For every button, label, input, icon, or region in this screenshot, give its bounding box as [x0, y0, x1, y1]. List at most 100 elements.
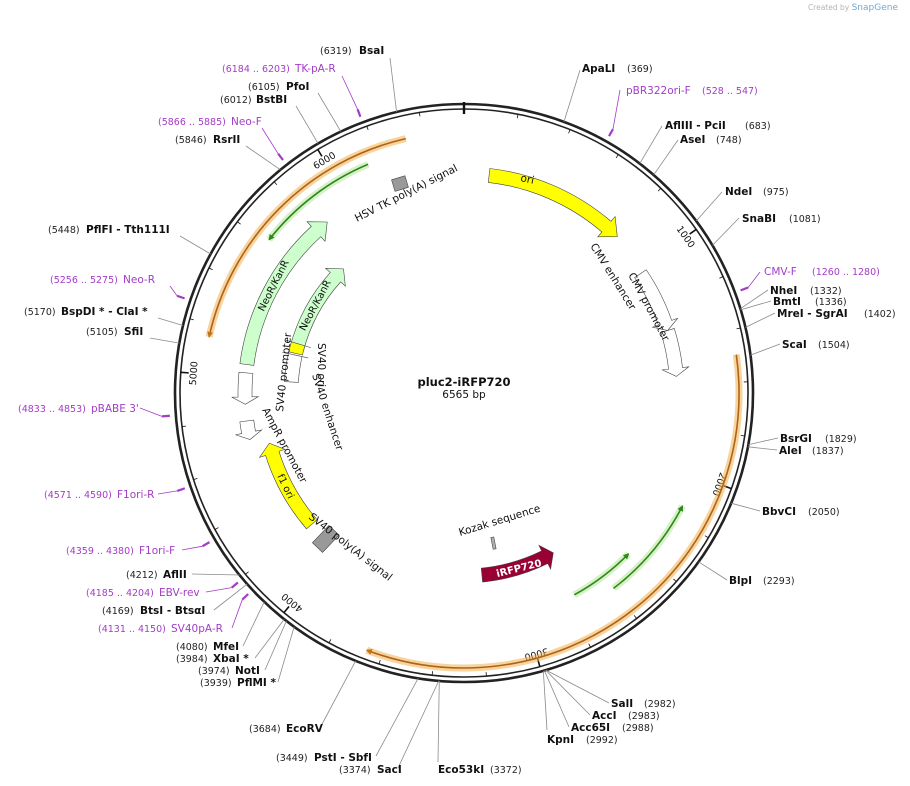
plasmid-name: pluc2-iRFP720: [417, 375, 510, 389]
primer-leader-ebvrev: [205, 587, 232, 593]
leader-psti: [375, 678, 419, 757]
leader-blpi: [698, 561, 728, 581]
primer-mark-cmvf: [740, 286, 749, 292]
primer-label-neor[interactable]: Neo-R: [123, 274, 155, 286]
minor-tick: [328, 639, 332, 644]
site-pos-xbai: (3984): [176, 654, 208, 665]
primer-label-tkpar[interactable]: TK-pA-R: [294, 63, 336, 75]
site-pos-kpni: (2992): [586, 735, 618, 746]
leader-snabi: [712, 217, 740, 246]
minor-tick: [516, 114, 519, 119]
feature-label-ori[interactable]: ori: [519, 172, 535, 187]
site-label-afliii[interactable]: AflIII - PciI: [665, 120, 726, 132]
primer-label-f1orif[interactable]: F1ori-F: [139, 545, 175, 557]
site-label-alei[interactable]: AleI: [779, 445, 802, 457]
minor-tick: [615, 154, 619, 159]
leader-mfei: [242, 601, 265, 647]
site-label-acci[interactable]: AccI: [592, 710, 616, 722]
site-label-blpi[interactable]: BlpI: [729, 575, 752, 587]
primer-leader-pbr322f: [612, 89, 621, 130]
primer-range-neof: (5866 .. 5885): [158, 117, 226, 128]
feature-label-sv40-ori[interactable]: SV40 ori: [315, 343, 327, 387]
leader-bmti: [740, 300, 772, 311]
site-pos-sali: (2982): [644, 699, 676, 710]
site-label-ndei[interactable]: NdeI: [725, 186, 752, 198]
site-label-mfei[interactable]: MfeI: [213, 641, 239, 653]
site-label-apali[interactable]: ApaLI: [582, 63, 615, 75]
primer-range-ebvrev: (4185 .. 4204): [86, 588, 154, 599]
primer-range-cmvf: (1260 .. 1280): [812, 267, 880, 278]
site-label-psti[interactable]: PstI - SbfI: [314, 752, 372, 764]
site-label-nhei[interactable]: NheI: [770, 285, 797, 297]
major-tick: [317, 149, 323, 157]
site-label-btsi[interactable]: BtsI - BtsαI: [140, 605, 205, 617]
site-label-pflfi[interactable]: PflFI - Tth111I: [86, 224, 170, 236]
site-pos-snabi: (1081): [789, 214, 821, 225]
major-tick: [283, 605, 290, 614]
feature-arrow-neo-kan-outer: [239, 221, 328, 366]
site-label-aflii[interactable]: AflII: [163, 569, 187, 581]
site-pos-asei: (748): [716, 135, 742, 146]
site-label-mrei[interactable]: MreI - SgrAI: [777, 308, 848, 320]
leader-kpni: [542, 670, 548, 731]
site-pos-alei: (1837): [812, 446, 844, 457]
leader-acc65i: [544, 670, 570, 728]
site-label-xbai[interactable]: XbaI *: [213, 653, 249, 665]
site-label-kpni[interactable]: KpnI: [547, 734, 574, 746]
primer-label-sv40par[interactable]: SV40pA-R: [171, 623, 223, 635]
site-label-pfoi[interactable]: PfoI: [286, 81, 309, 93]
site-label-bsrgi[interactable]: BsrGI: [780, 433, 812, 445]
site-label-asei[interactable]: AseI: [680, 134, 705, 146]
site-label-pflmi[interactable]: PflMI *: [237, 677, 276, 689]
primer-leader-pbabe3: [139, 407, 163, 417]
orf-green-a: [613, 505, 684, 590]
primer-label-pbabe3[interactable]: pBABE 3': [91, 403, 139, 415]
minor-tick: [208, 267, 213, 271]
minor-tick: [568, 129, 571, 134]
minor-tick: [214, 527, 219, 530]
site-label-eco53ki[interactable]: Eco53kI: [438, 764, 484, 776]
primer-label-neof[interactable]: Neo-F: [231, 116, 262, 128]
primer-leader-f1orir: [157, 490, 178, 495]
site-label-saci[interactable]: SacI: [377, 764, 402, 776]
site-label-bbvci[interactable]: BbvCI: [762, 506, 796, 518]
minor-tick: [273, 181, 278, 186]
site-label-sali[interactable]: SalI: [611, 698, 633, 710]
site-label-bstbi[interactable]: BstBI: [256, 94, 287, 106]
primer-leader-cmvf: [747, 271, 761, 288]
site-label-bspdi[interactable]: BspDI * - ClaI *: [61, 306, 148, 318]
orf-large: [365, 354, 740, 669]
primer-mark-tkpar: [356, 108, 362, 118]
tick-label: 4000: [280, 590, 306, 614]
feature-label-hsv-tk[interactable]: HSV TK poly(A) signal: [353, 162, 460, 224]
leader-btsi: [213, 583, 248, 611]
primer-range-tkpar: (6184 .. 6203): [222, 64, 290, 75]
site-label-rsrii[interactable]: RsrII: [213, 134, 240, 146]
leader-ecorv: [319, 660, 357, 729]
primer-label-ebvrev[interactable]: EBV-rev: [159, 587, 200, 599]
minor-tick: [657, 187, 662, 192]
minor-tick: [633, 615, 637, 619]
primer-label-f1orir[interactable]: F1ori-R: [117, 489, 154, 501]
site-pos-acc65i: (2988): [622, 723, 654, 734]
site-label-snabi[interactable]: SnaBI: [742, 213, 776, 225]
site-pos-rsrii: (5846): [175, 135, 207, 146]
site-label-scai[interactable]: ScaI: [782, 339, 807, 351]
site-label-bsai[interactable]: BsaI: [359, 45, 384, 57]
site-label-ecorv[interactable]: EcoRV: [286, 723, 324, 735]
feature-label-neo-kan-outer: NeoR/KanR: [257, 259, 292, 314]
feature-label-kozak[interactable]: Kozak sequence: [457, 503, 542, 539]
site-label-acc65i[interactable]: Acc65I: [571, 722, 610, 734]
primer-label-pbr322f[interactable]: pBR322ori-F: [626, 85, 691, 97]
primer-leader-tkpar: [341, 75, 358, 110]
leader-mrei: [745, 312, 776, 328]
primer-label-cmvf[interactable]: CMV-F: [764, 266, 797, 278]
site-pos-bmti: (1336): [815, 297, 847, 308]
site-label-noti[interactable]: NotI: [235, 665, 260, 677]
site-label-sfii[interactable]: SfiI: [124, 326, 143, 338]
site-pos-mfei: (4080): [176, 642, 208, 653]
site-label-bmti[interactable]: BmtI: [773, 296, 801, 308]
leader-saci: [397, 680, 440, 769]
site-pos-nhei: (1332): [810, 286, 842, 297]
feature-arrow-ampr-promoter: [235, 419, 263, 440]
